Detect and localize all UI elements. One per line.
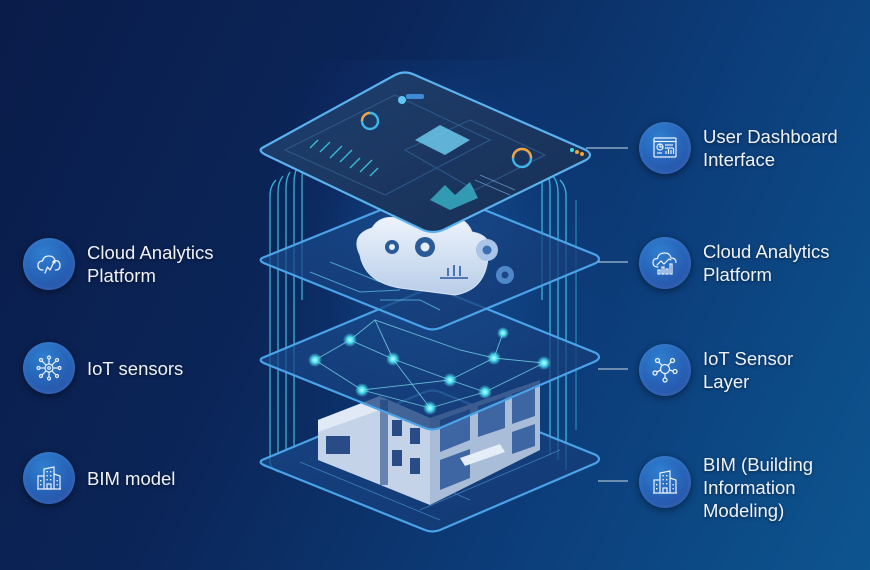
right-label-text: Cloud Analytics Platform [703, 241, 830, 285]
cloud-analytics-icon [23, 238, 75, 290]
right-label-iot-sensor-layer: IoT Sensor Layer [639, 344, 793, 396]
right-label-cloud-analytics: Cloud Analytics Platform [639, 237, 829, 289]
left-label-text: BIM model [87, 467, 176, 489]
building-icon [639, 456, 691, 508]
building-icon [23, 452, 75, 504]
layer-iot [259, 287, 601, 431]
right-circuit-lines [538, 167, 577, 470]
iot-sensors-icon [23, 342, 75, 394]
left-label-text: IoT sensors [87, 357, 184, 379]
layer-dashboard [259, 71, 592, 234]
connector-lines [586, 147, 628, 482]
left-label-text: Cloud Analytics Platform [87, 242, 214, 286]
right-label-bim: BIM (Building Information Modeling) [639, 454, 814, 522]
left-label-bim-model: BIM model [23, 452, 175, 504]
cloud-with-gears [356, 211, 514, 296]
bar-chart-widget [309, 139, 379, 177]
cloud-chart-icon [639, 237, 691, 289]
left-label-iot-sensors: IoT sensors [23, 342, 183, 394]
right-label-text: User Dashboard Interface [703, 126, 838, 170]
dashboard-icon [639, 122, 691, 174]
right-label-user-dashboard: User Dashboard Interface [639, 122, 838, 174]
right-label-text: IoT Sensor Layer [703, 348, 794, 392]
left-label-cloud-analytics: Cloud Analytics Platform [23, 238, 213, 290]
network-node-icon [639, 344, 691, 396]
left-circuit-lines [269, 164, 305, 473]
layer-bim [259, 380, 601, 533]
sensor-nodes [308, 327, 551, 415]
right-label-text: BIM (Building Information Modeling) [703, 454, 814, 521]
